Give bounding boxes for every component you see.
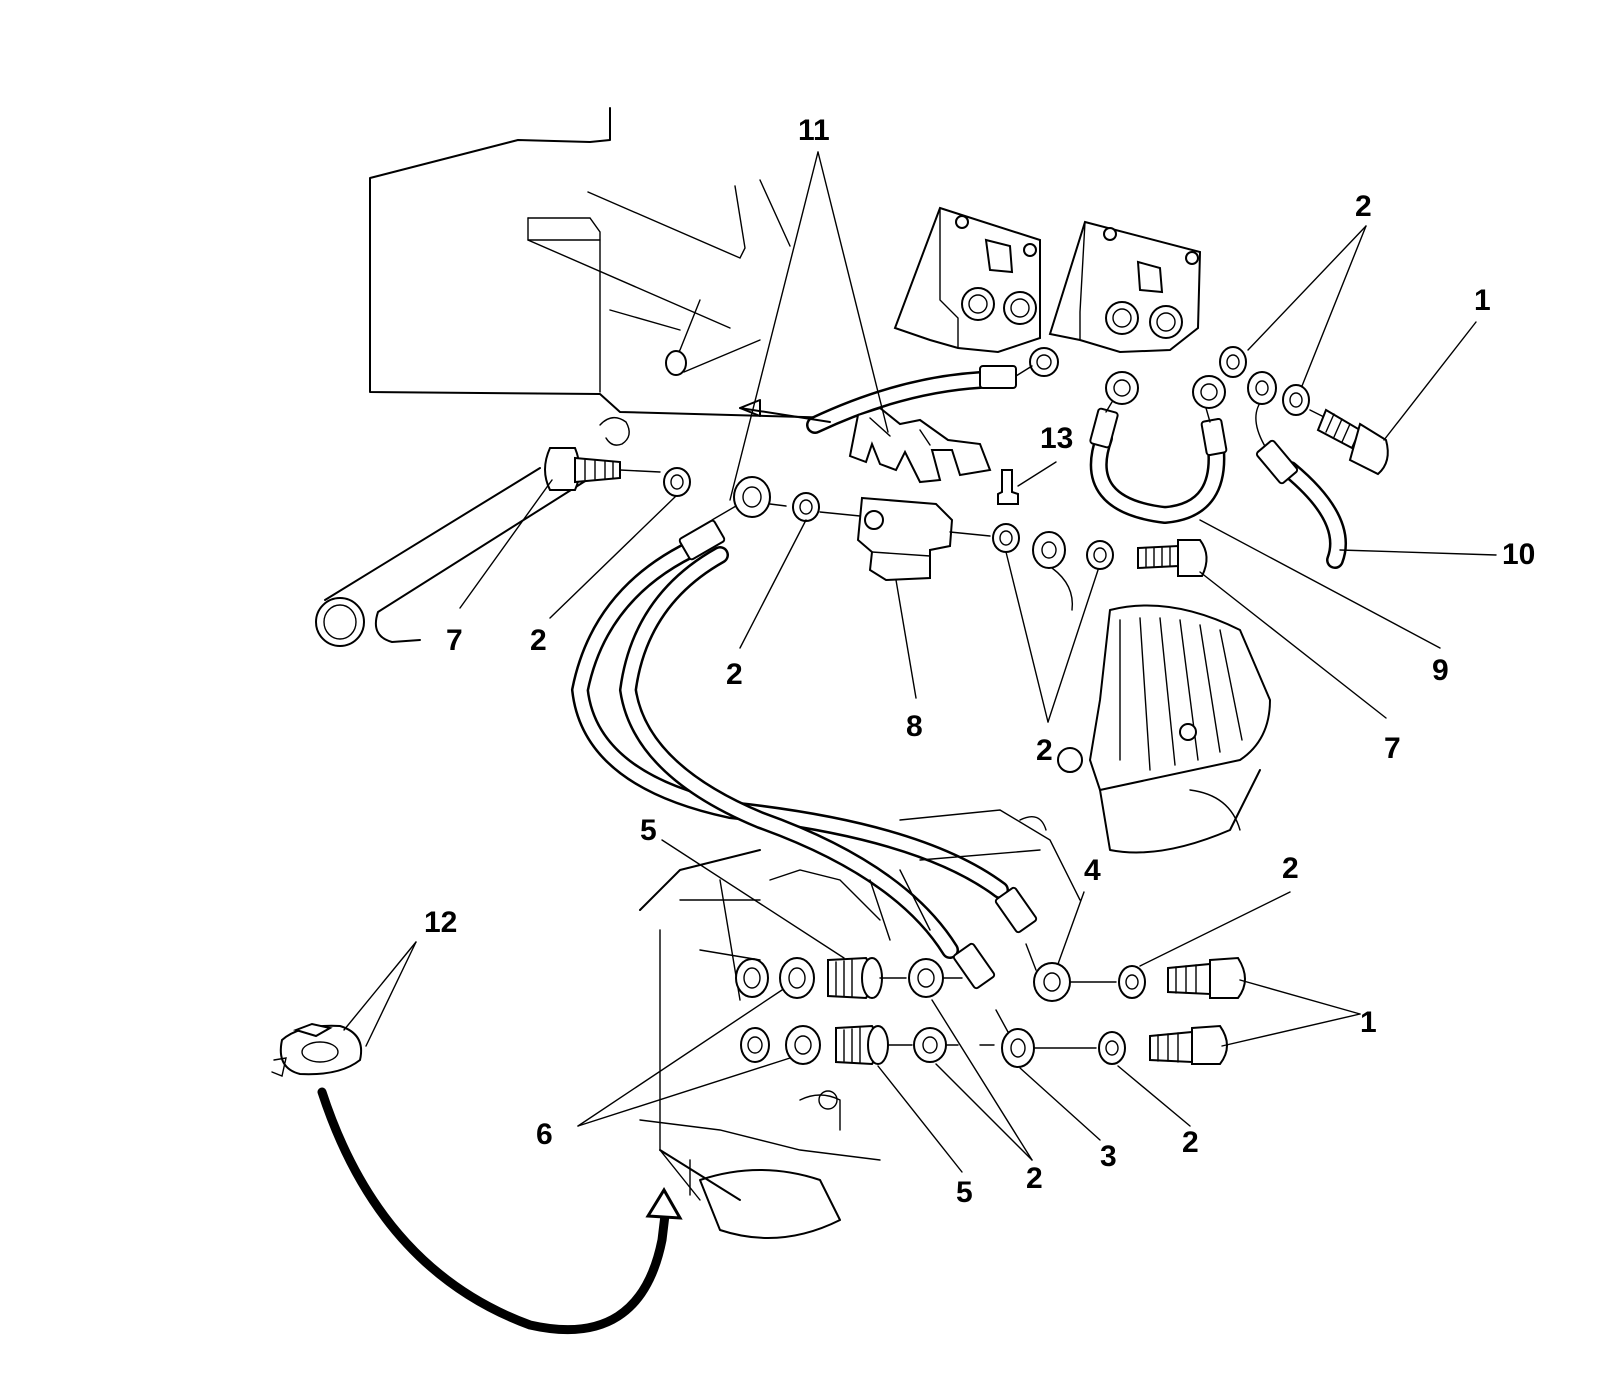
dust-cap-12: [271, 1022, 362, 1077]
callout-5-top: 5: [640, 814, 657, 847]
callout-11: 11: [798, 114, 830, 147]
callout-9: 9: [1432, 654, 1449, 687]
leader-lines: [343, 151, 1497, 1173]
hose-to-clip: [806, 347, 1059, 434]
junction-block-8: [856, 496, 954, 582]
callout-5-bottom: 5: [956, 1176, 973, 1209]
callout-8: 8: [906, 710, 923, 743]
callout-1-top: 1: [1474, 284, 1491, 317]
screw-13: [997, 469, 1019, 505]
curved-arrow: [317, 1087, 683, 1335]
callout-7-right: 7: [1384, 732, 1401, 765]
caliper-housing: [1057, 604, 1271, 854]
callout-7-left: 7: [446, 624, 463, 657]
caliper-bracket-right: [1048, 220, 1202, 354]
callout-2-center: 2: [726, 658, 743, 691]
hose-10: [1255, 399, 1347, 569]
lower-fittings-top-row: [735, 943, 1246, 1002]
tube-end: [665, 350, 687, 376]
callout-6: 6: [536, 1118, 553, 1151]
brake-hose-long: [570, 519, 1038, 990]
upper-left-fittings: [544, 447, 861, 522]
callout-3: 3: [1100, 1140, 1117, 1173]
callout-10: 10: [1502, 538, 1535, 571]
engine-block: [639, 809, 1081, 1239]
callout-2-left: 2: [530, 624, 547, 657]
callout-2-lower-middle: 2: [1026, 1162, 1043, 1195]
chassis-outline: [315, 107, 841, 647]
callout-4: 4: [1084, 854, 1101, 887]
hose-9: [1089, 371, 1228, 525]
callout-1-lower: 1: [1360, 1006, 1377, 1039]
callout-2-lower-right: 2: [1282, 852, 1299, 885]
callout-13: 13: [1040, 422, 1073, 455]
callout-labels: 11 2 1 13 10 7 2 2 8 2 9 7 5 4 2 12 1 6 …: [424, 114, 1535, 1209]
upper-right-fittings: [949, 523, 1208, 611]
callout-2-middle: 2: [1036, 734, 1053, 767]
clip-11: [739, 399, 992, 484]
lower-fittings-bottom-row: [740, 1009, 1228, 1068]
caliper-bracket-left: [893, 206, 1041, 354]
upper-right-bolt-1: [1219, 346, 1389, 476]
callout-2-bottom-right: 2: [1182, 1126, 1199, 1159]
callout-2-top: 2: [1355, 190, 1372, 223]
callout-12: 12: [424, 906, 457, 939]
